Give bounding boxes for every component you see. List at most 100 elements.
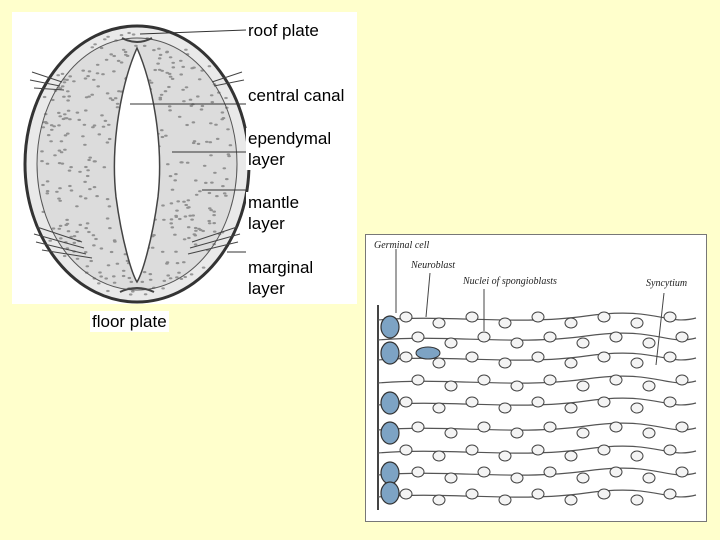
spongioblast-nucleus: [576, 427, 590, 439]
cell-dot: [197, 78, 202, 81]
cell-dot: [91, 234, 96, 237]
cell-dot: [225, 178, 229, 181]
spongioblast-nucleus: [675, 374, 689, 386]
cell-dot: [62, 254, 67, 258]
spongioblast-nucleus: [675, 466, 689, 478]
cell-dot: [158, 98, 163, 101]
cell-dot: [66, 109, 71, 112]
cell-dot: [196, 142, 201, 145]
cell-dot: [212, 214, 216, 217]
cell-dot: [157, 57, 162, 60]
cell-dot: [40, 150, 44, 153]
cell-dot: [92, 244, 96, 247]
cell-dot: [194, 229, 198, 232]
cell-dot: [66, 90, 70, 93]
cell-dot: [82, 123, 87, 126]
cell-dot: [52, 125, 56, 128]
cell-dot: [220, 111, 225, 114]
cell-dot: [91, 126, 95, 129]
cell-dot: [40, 160, 44, 163]
cell-dot: [89, 259, 93, 263]
cell-dot: [84, 271, 89, 274]
cell-dot: [45, 180, 50, 183]
cell-dot: [58, 115, 62, 118]
cell-dot: [115, 262, 120, 265]
cell-dot: [103, 38, 107, 41]
cell-dot: [179, 59, 183, 62]
cell-dot: [175, 262, 180, 265]
cell-dot: [99, 46, 104, 50]
cell-dot: [112, 54, 116, 58]
cell-dot: [65, 218, 69, 221]
cell-dot: [84, 109, 88, 112]
cell-dot: [95, 72, 100, 75]
spongioblast-nucleus: [630, 357, 644, 369]
spongioblast-nucleus: [465, 396, 479, 408]
cell-dot: [175, 209, 179, 212]
cell-dot: [104, 277, 108, 280]
cell-dot: [156, 62, 160, 65]
cell-dot: [60, 72, 65, 75]
cell-dot: [166, 163, 170, 166]
syncytium-label: Syncytium: [646, 278, 688, 289]
spongioblast-nucleus: [609, 421, 623, 433]
cell-dot: [182, 238, 187, 241]
cell-dot: [161, 204, 165, 207]
cell-dot: [212, 230, 217, 233]
cell-dot: [171, 61, 175, 64]
cell-dot: [142, 271, 147, 274]
cell-dot: [84, 227, 88, 230]
marginal-layer-label-line2: layer: [246, 278, 287, 299]
cell-dot: [50, 128, 54, 131]
cell-dot: [187, 236, 191, 240]
cell-dot: [174, 250, 178, 253]
cell-dot: [107, 123, 111, 126]
cell-dot: [96, 85, 100, 88]
cell-dot: [165, 50, 169, 53]
cell-dot: [105, 217, 110, 220]
spongioblast-nucleus: [411, 331, 425, 343]
germinal-cell: [380, 421, 400, 445]
cell-dot: [167, 105, 172, 108]
cell-dot: [41, 126, 46, 129]
cell-dot: [105, 141, 110, 144]
cell-dot: [46, 134, 51, 137]
spongioblast-nucleus: [399, 396, 413, 408]
spongioblast-nucleus: [531, 396, 545, 408]
cell-dot: [184, 48, 188, 51]
cell-dot: [173, 233, 177, 236]
cell-dot: [45, 190, 50, 193]
cell-dot: [164, 134, 168, 137]
cell-dot: [121, 274, 126, 278]
spongioblast-nucleus: [531, 311, 545, 323]
spongioblast-nucleus: [663, 444, 677, 456]
cell-dot: [162, 218, 166, 221]
cell-dot: [170, 226, 175, 229]
spongioblast-nucleus: [675, 331, 689, 343]
cell-dot: [72, 235, 77, 238]
cell-dot: [179, 73, 183, 76]
spongioblast-nucleus: [510, 472, 524, 484]
spongioblast-nucleus: [444, 427, 458, 439]
cell-dot: [53, 154, 57, 157]
spongioblast-nucleus: [477, 466, 491, 478]
cell-dot: [119, 34, 124, 37]
mantle-layer-label-line2: layer: [246, 213, 287, 234]
spongioblast-nucleus: [576, 380, 590, 392]
cell-dot: [45, 162, 50, 165]
cell-dot: [75, 111, 80, 114]
spongioblast-nucleus: [411, 466, 425, 478]
cell-dot: [58, 224, 63, 227]
spongioblast-nucleus: [543, 466, 557, 478]
cell-dot: [86, 75, 90, 78]
cell-dot: [114, 39, 118, 42]
cell-dot: [41, 210, 46, 213]
cell-dot: [99, 247, 104, 250]
cell-dot: [143, 293, 148, 296]
cell-dot: [194, 179, 198, 182]
cell-dot: [158, 53, 163, 57]
cell-dot: [149, 81, 154, 84]
cell-dot: [131, 33, 136, 36]
cell-dot: [182, 261, 186, 264]
spongioblast-nucleus: [543, 374, 557, 386]
